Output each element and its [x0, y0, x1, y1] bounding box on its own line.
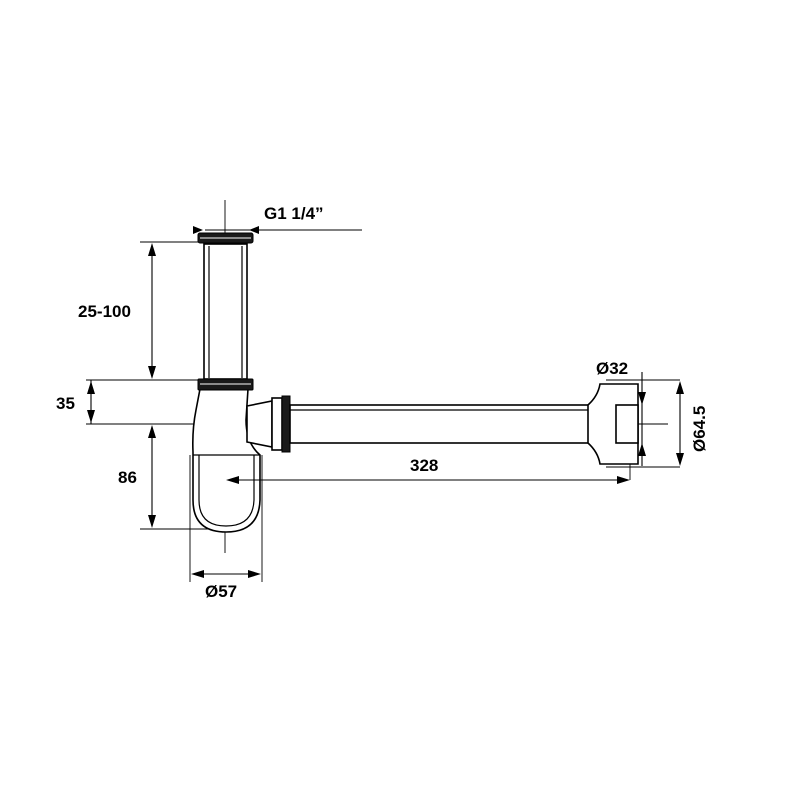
label-trap-diameter: Ø57 — [205, 582, 237, 601]
label-rosette-diameter: Ø64.5 — [690, 406, 709, 452]
extension-lines — [86, 200, 680, 582]
wall-rosette — [587, 383, 639, 465]
label-pipe-diameter: Ø32 — [596, 359, 628, 378]
dimension-lines — [87, 226, 684, 578]
label-outlet-offset: 35 — [56, 394, 75, 413]
label-thread: G1 1/4” — [264, 204, 324, 223]
label-trap-depth: 86 — [118, 468, 137, 487]
tailpiece — [203, 243, 248, 380]
thread-cap — [197, 232, 254, 244]
label-tailpiece-length: 25-100 — [78, 302, 131, 321]
outlet-connector — [246, 395, 291, 453]
collar-band — [197, 378, 254, 391]
label-outlet-length: 328 — [410, 456, 438, 475]
outlet-pipe — [289, 404, 591, 444]
